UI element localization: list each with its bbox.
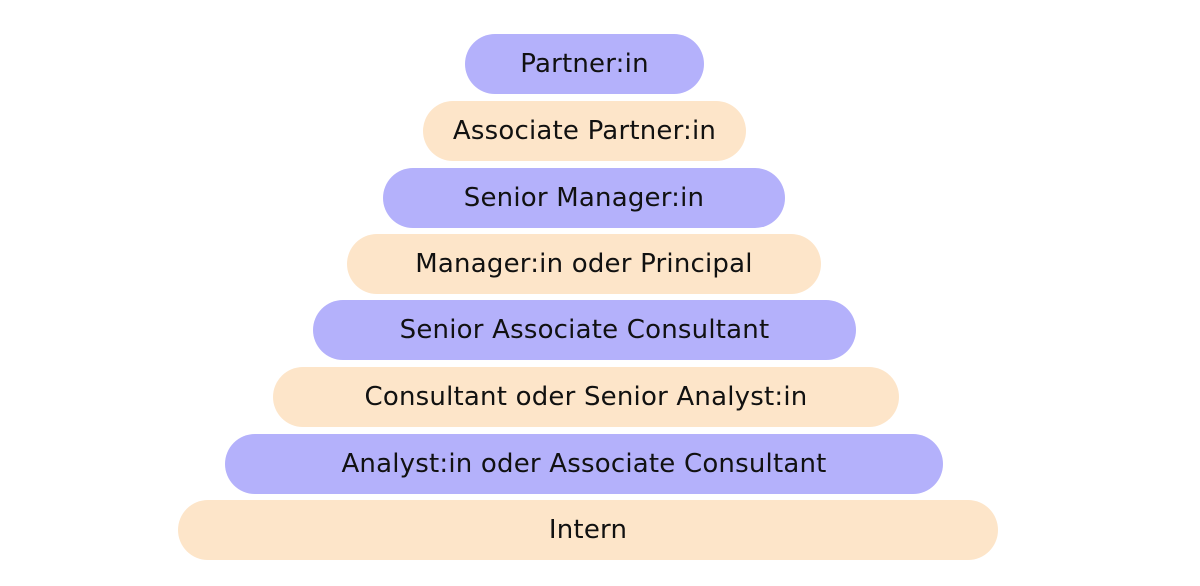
level-intern: Intern <box>178 500 998 560</box>
level-label: Analyst:in oder Associate Consultant <box>341 449 827 479</box>
level-senior-manager: Senior Manager:in <box>383 168 785 228</box>
level-label: Partner:in <box>520 49 649 79</box>
level-associate-partner: Associate Partner:in <box>423 101 746 161</box>
level-label: Senior Associate Consultant <box>399 315 770 345</box>
level-label: Associate Partner:in <box>452 116 717 146</box>
level-manager-or-principal: Manager:in oder Principal <box>347 234 821 294</box>
level-senior-associate-consultant: Senior Associate Consultant <box>313 300 856 360</box>
level-label: Senior Manager:in <box>463 183 705 213</box>
level-label: Intern <box>548 515 628 545</box>
level-analyst-or-associate-consultant: Analyst:in oder Associate Consultant <box>225 434 943 494</box>
level-consultant-or-senior-analyst: Consultant oder Senior Analyst:in <box>273 367 899 427</box>
level-label: Manager:in oder Principal <box>415 249 753 279</box>
level-label: Consultant oder Senior Analyst:in <box>364 382 808 412</box>
level-partner: Partner:in <box>465 34 704 94</box>
